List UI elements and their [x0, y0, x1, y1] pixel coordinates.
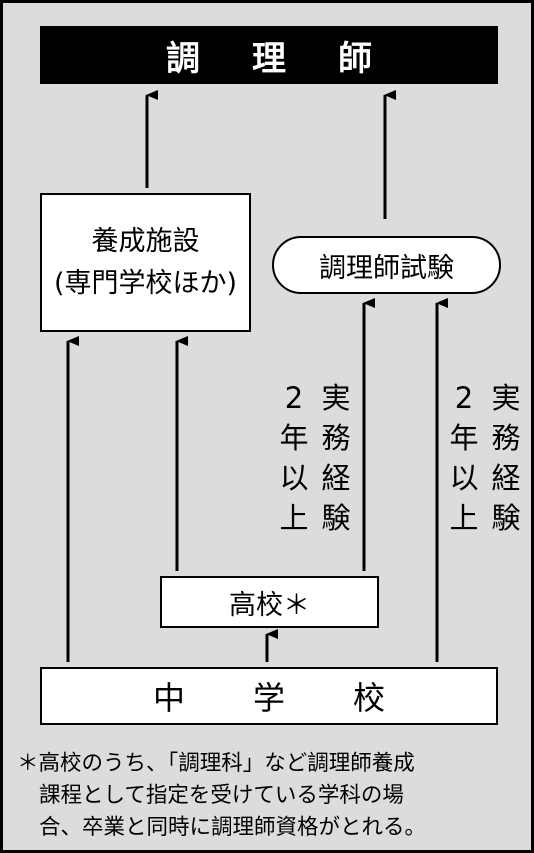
footnote-line: ＊高校のうち、「調理科」など調理師養成: [17, 751, 415, 776]
mid-path-years-label: 2年以上: [279, 381, 309, 535]
mid-path-experience-label: 実務経験: [321, 381, 351, 535]
right-path-years-label: 2年以上: [449, 381, 479, 535]
title-chef: 調理師: [40, 26, 498, 84]
chef-exam-box: 調理師試験: [272, 236, 501, 294]
high-school-box: 高校＊: [160, 576, 379, 628]
arrow-layer: [66, 90, 448, 662]
footnote-line: 合、卒業と同時に調理師資格がとれる。: [39, 815, 427, 840]
footnote: ＊高校のうち、「調理科」など調理師養成 課程として指定を受けている学科の場 合、…: [17, 748, 527, 844]
right-path-experience-label: 実務経験: [491, 381, 521, 535]
training-facility-label: 養成施設: [91, 225, 200, 257]
middle-school-box: 中学校: [40, 667, 498, 725]
footnote-line: 課程として指定を受けている学科の場: [39, 783, 404, 808]
training-facility-sublabel: (専門学校ほか): [53, 267, 238, 299]
training-facility-box: 養成施設 (専門学校ほか): [40, 193, 251, 332]
